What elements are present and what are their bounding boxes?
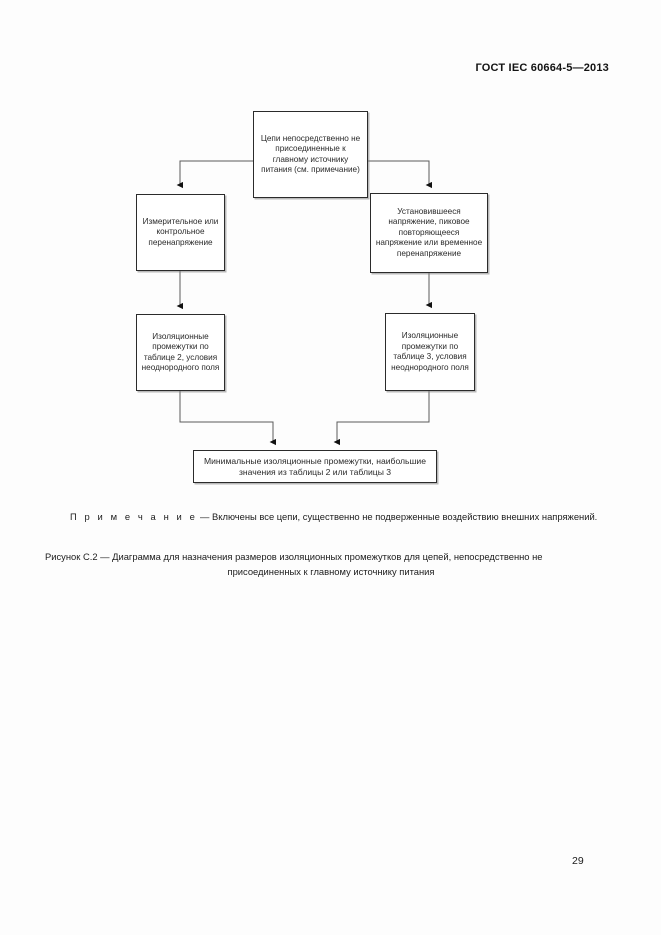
flow-node-right-2-label: Изоляционные промежутки по таблице 3, ус… — [391, 331, 469, 372]
flow-node-right-1-label: Установившееся напряжение, пиковое повто… — [375, 206, 483, 258]
note-text: Включены все цепи, существенно не подвер… — [212, 511, 598, 522]
flow-node-clearances-table-3: Изоляционные промежутки по таблице 3, ус… — [385, 313, 475, 391]
flow-node-left-2-label: Изоляционные промежутки по таблице 2, ус… — [141, 331, 220, 373]
document-running-header: ГОСТ IEC 60664-5—2013 — [475, 62, 609, 74]
flow-node-left-1-label: Измерительное или контрольное перенапряж… — [142, 216, 219, 247]
figure-caption-line-2: присоединенных к главному источнику пита… — [227, 565, 435, 577]
flow-node-top-label: Цепи непосредственно не присоединенные к… — [260, 133, 361, 175]
flow-node-measuring-overvoltage: Измерительное или контрольное перенапряж… — [136, 194, 225, 271]
flow-node-top: Цепи непосредственно не присоединенные к… — [253, 111, 368, 198]
connector-top-to-right — [368, 160, 433, 189]
figure-caption-line-1: Рисунок С.2 — Диаграмма для назначения р… — [45, 551, 543, 562]
flow-node-steady-state-voltage: Установившееся напряжение, пиковое повто… — [370, 193, 488, 273]
flow-node-minimum-clearances: Минимальные изоляционные промежутки, наи… — [193, 450, 437, 483]
connector-right2-to-bottom — [333, 391, 430, 446]
flowchart-connectors — [176, 160, 433, 446]
page-number: 29 — [572, 855, 584, 867]
figure-caption: Рисунок С.2 — Диаграмма для назначения р… — [45, 550, 617, 579]
flow-node-clearances-table-2: Изоляционные промежутки по таблице 2, ус… — [136, 314, 225, 391]
flow-node-bottom-label: Минимальные изоляционные промежутки, наи… — [203, 455, 427, 477]
figure-note: П р и м е ч а н и е — Включены все цепи,… — [45, 510, 617, 525]
flowchart-figure: Цепи непосредственно не присоединенные к… — [136, 111, 488, 483]
connector-top-to-left — [176, 160, 253, 189]
note-dash: — — [197, 511, 213, 522]
connector-left2-to-bottom — [179, 391, 277, 446]
note-label: П р и м е ч а н и е — [70, 511, 198, 522]
